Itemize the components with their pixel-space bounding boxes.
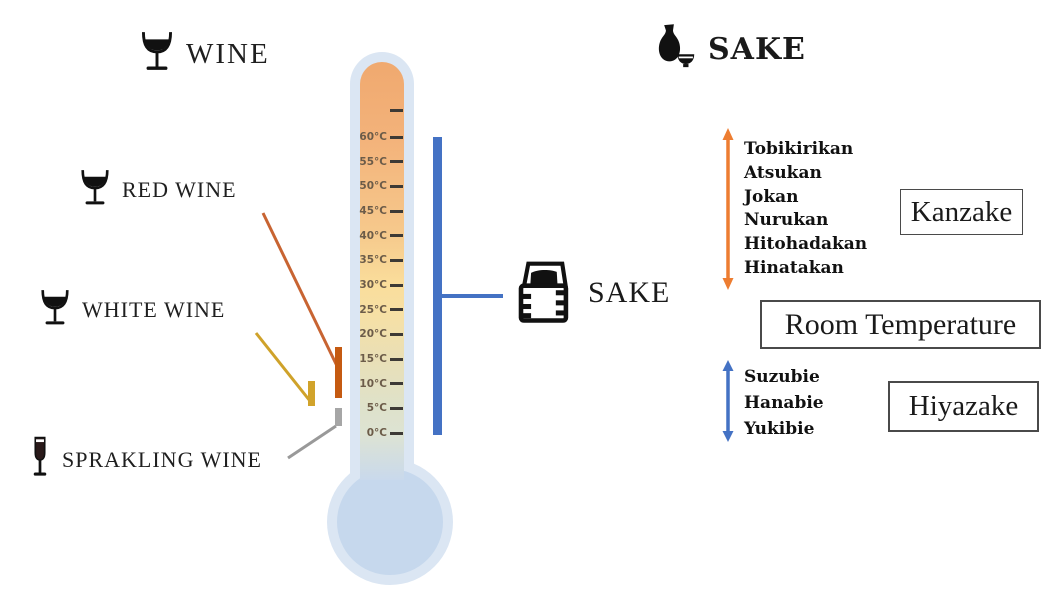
thermometer-tick-label: 25°C [359, 303, 387, 316]
kanzake-term: Hinatakan [744, 257, 844, 278]
kanzake-term: Atsukan [744, 162, 822, 183]
thermometer-tube-gradient [360, 62, 404, 480]
thermometer-tick-label: 15°C [359, 353, 387, 366]
hiyazake-term: Yukibie [744, 419, 815, 439]
white-wine-label: WHITE WINE [38, 288, 225, 332]
sake-pointer-label: SAKE [510, 260, 670, 326]
hiyazake-term: Hanabie [744, 393, 824, 413]
thermometer-tick-label: 10°C [359, 377, 387, 390]
thermometer-tick-label: 20°C [359, 328, 387, 341]
thermometer-tick-label: 5°C [366, 402, 387, 415]
sake-title-text: SAKE [708, 31, 806, 67]
kanzake-term: Hitohadakan [744, 234, 868, 255]
kanzake-up-down-arrow [722, 128, 734, 290]
thermometer-tick [390, 209, 403, 213]
wine-section-title: WINE [138, 30, 270, 78]
white-wine-text: WHITE WINE [82, 297, 226, 322]
thermometer-tick [390, 184, 403, 188]
thermometer-bulb [337, 469, 443, 575]
kanzake-term: Nurukan [744, 210, 829, 231]
thermometer-tick [390, 357, 403, 361]
sake-section-title: SAKE [650, 22, 806, 76]
hiyazake-term: Suzubie [744, 367, 820, 387]
room-temperature-box: Room Temperature [760, 300, 1041, 349]
thermometer-tick [390, 382, 403, 386]
champagne-flute-icon [28, 436, 52, 484]
wine-glass-icon [138, 30, 176, 78]
thermometer-tick [390, 431, 403, 435]
thermometer-tick [390, 135, 403, 139]
thermometer-tick [390, 283, 403, 287]
thermometer-tick [390, 108, 403, 112]
kanzake-box-text: Kanzake [910, 195, 1013, 228]
hiyazake-up-down-arrow [722, 360, 734, 442]
kanzake-box: Kanzake [900, 189, 1023, 235]
sake-bottle-icon [650, 22, 696, 76]
masu-cup-icon [510, 260, 576, 326]
thermometer-tick-label: 40°C [359, 229, 387, 242]
sparkling-wine-label: SPRAKLING WINE [28, 436, 262, 484]
thermometer-tick-label: 50°C [359, 180, 387, 193]
thermometer-tick [390, 308, 403, 312]
thermometer-tick-label: 0°C [366, 427, 387, 440]
thermometer-tick [390, 160, 403, 164]
kanzake-term: Jokan [744, 186, 799, 207]
red-wine-label: RED WINE [78, 168, 237, 212]
room-temperature-text: Room Temperature [784, 307, 1017, 341]
hiyazake-box: Hiyazake [888, 381, 1039, 432]
thermometer-tick-label: 55°C [359, 155, 387, 168]
thermometer-tick [390, 332, 403, 336]
sparkling-wine-text: SPRAKLING WINE [62, 447, 262, 472]
thermometer-tick [390, 406, 403, 410]
thermometer-tick [390, 258, 403, 262]
thermometer-tick-label: 60°C [359, 131, 387, 143]
thermometer-tick [390, 234, 403, 238]
wine-glass-icon [78, 168, 112, 212]
thermometer-tick-label: 30°C [359, 279, 387, 292]
hiyazake-box-text: Hiyazake [908, 390, 1019, 422]
kanzake-term: Tobikirikan [744, 139, 854, 159]
thermometer-tick-label: 45°C [359, 205, 387, 217]
wine-glass-icon [38, 288, 72, 332]
sake-pointer-text: SAKE [588, 276, 671, 309]
red-wine-text: RED WINE [122, 177, 237, 202]
wine-title-text: WINE [186, 37, 270, 70]
thermometer-tick-label: 35°C [359, 254, 387, 267]
